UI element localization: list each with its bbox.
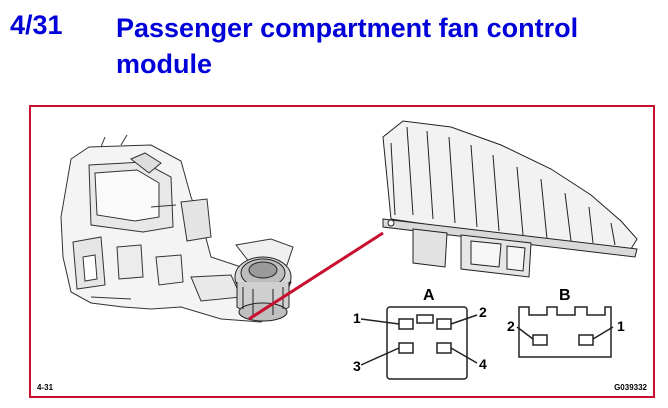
connector-a-pin-3 bbox=[398, 342, 414, 354]
connector-b-pin-1 bbox=[578, 334, 594, 346]
pointer-line bbox=[248, 231, 384, 321]
figure-ref-right: G039332 bbox=[614, 383, 647, 392]
figure-frame: A B 1 2 3 4 2 1 4-31 G039332 bbox=[29, 105, 655, 398]
figure-drawing: A B 1 2 3 4 2 1 bbox=[60, 120, 638, 380]
connector-b bbox=[516, 306, 614, 358]
connector-a-pin-4 bbox=[436, 342, 452, 354]
connector-a-label: A bbox=[423, 287, 435, 304]
connector-a-pin-1-label: 1 bbox=[353, 310, 361, 326]
connector-a-pin-2-label: 2 bbox=[479, 304, 487, 320]
page-title: Passenger compartment fan control module bbox=[116, 13, 579, 79]
connector-b-pin-2 bbox=[532, 334, 548, 346]
fan-control-module-drawing bbox=[382, 120, 638, 278]
connector-a-pin-2 bbox=[436, 318, 452, 330]
connector-a-pin-1 bbox=[398, 318, 414, 330]
connector-b-pin-2-label: 2 bbox=[507, 318, 515, 334]
blower-motor-drawing bbox=[234, 256, 292, 322]
figure-ref-left: 4-31 bbox=[37, 383, 54, 392]
connector-b-label: B bbox=[559, 287, 571, 304]
connector-b-pin-1-label: 1 bbox=[617, 318, 625, 334]
connector-a bbox=[360, 306, 478, 380]
connector-a-pin-4-label: 4 bbox=[479, 356, 487, 372]
section-number: 4/31 bbox=[10, 10, 63, 40]
connector-a-pin-3-label: 3 bbox=[353, 358, 361, 374]
